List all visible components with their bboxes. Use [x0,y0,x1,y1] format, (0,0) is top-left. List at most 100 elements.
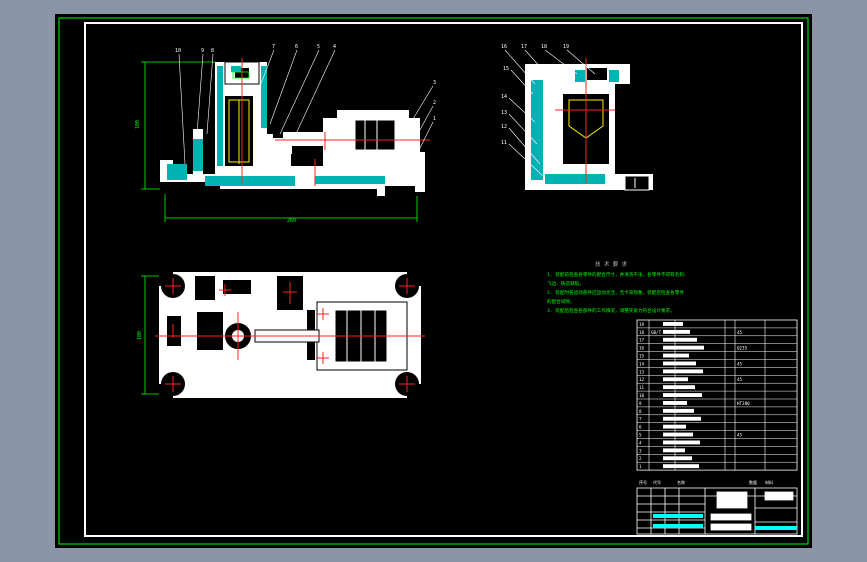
bom-name-bar [663,329,690,334]
bom-name-bar [663,440,700,445]
part-number: 10 [175,48,181,54]
bom-name-bar [663,377,688,382]
bom-name-bar [663,401,687,405]
bom-cell: GB/T 70.1 [651,330,674,335]
cylinder-inner [354,119,396,151]
note-line: 3. 装配后检查各部件的工作情况，调整夹紧力符合设计要求。 [547,307,675,314]
bom-cell: 10 [639,393,645,398]
side-foot [624,175,650,191]
bom-cell: 1 [639,464,642,469]
side-leaders [504,49,596,177]
part-number: 11 [501,140,507,146]
part-number: 5 [317,44,320,50]
note-line: 2. 装配时各运动部件应运动灵活，无卡滞现象，装配后检查各零件 [547,289,684,296]
bom-cell: 45 [737,377,743,382]
technical-notes: 技 术 要 求 1. 装配前检查各零件的配合尺寸，并清洗干净，各零件不得有毛刺、… [547,260,689,314]
top-view: 100 [137,272,425,398]
bom-cell: 4 [639,440,642,445]
part-number: 12 [501,124,507,130]
bom-cell: 3 [639,448,642,453]
side-clamp-outline [568,99,604,139]
bom-name-bar [663,322,683,326]
bom-name-bar [663,408,694,413]
bom-name-bar [663,385,695,390]
part-number: 4 [333,44,336,50]
part-number: 15 [503,66,509,72]
bom-name-bar [663,345,704,350]
side-view: 16 17 18 19 15 14 13 12 11 [501,44,653,191]
part-number: 19 [563,44,569,50]
dim-top-depth: 100 [137,331,143,340]
bom-cell: Q235 [737,346,748,351]
bom-cell: 8 [639,409,642,414]
part-number: 7 [272,44,275,50]
part-number: 6 [295,44,298,50]
top-dimensions [141,275,159,395]
bom-cell: 16 [639,346,645,351]
front-leaders [178,49,434,165]
title-block-stamps [653,514,797,530]
bom-cell: HT200 [737,401,750,406]
bom-cell: 2 [639,456,642,461]
part-number: 2 [433,100,436,106]
part-number: 9 [201,48,204,54]
side-centerlines [555,58,615,184]
dim-front-height: 100 [135,120,141,129]
rod-joint [270,138,292,154]
bom-cell: 45 [737,433,743,438]
note-line: 飞边、铸造缺陷。 [547,280,584,287]
bom-name-bar [663,432,693,437]
side-part-numbers: 16 17 18 19 15 14 13 12 11 [501,44,569,146]
bom-cell: 15 [639,354,645,359]
bom-cell: 5 [639,433,642,438]
bom-name-bar [663,416,701,421]
header-label: 名称 [677,479,685,485]
inner-border [84,22,803,537]
header-label: 序号 [639,479,647,485]
bom-cell: 6 [639,425,642,430]
dim-front-width: 260 [287,218,296,224]
top-centerlines [155,278,425,392]
front-part-numbers: 10 9 8 7 6 5 4 3 2 1 [175,44,436,122]
drawing-sheet: 100 260 10 9 8 7 6 5 [55,14,812,548]
bom-name-bar [663,464,699,469]
front-view: 100 260 10 9 8 7 6 5 [135,44,436,224]
part-number: 13 [501,110,507,116]
bom-name-bar [663,393,702,397]
bom-name-bar [663,456,692,461]
bom-name-bar [663,369,703,374]
bom-name-bar [663,353,689,358]
part-number: 3 [433,80,436,86]
bom-cell: 19 [639,322,645,327]
bom-cell: 13 [639,369,645,374]
bom-cell: 17 [639,338,645,343]
part-number: 17 [521,44,527,50]
bom-cell: 14 [639,361,645,366]
part-number: 1 [433,116,436,122]
side-hatch [531,70,619,184]
part-number: 18 [541,44,547,50]
bom-name-bar [663,337,697,342]
bom-cell: 9 [639,401,642,406]
section-hatch [167,66,385,186]
header-label: 代号 [653,479,661,485]
title-block-header: 序号 代号 名称 数量 材料 [639,479,773,485]
bom-name-bar [663,361,696,366]
outer-border [58,17,809,545]
piston-rod [283,132,341,146]
cad-canvas: 100 260 10 9 8 7 6 5 [58,17,809,545]
side-head-hole [587,68,607,80]
bom-cell: 11 [639,385,645,390]
part-number: 14 [501,94,507,100]
bom-cell: 18 [639,330,645,335]
title-block [636,487,798,535]
bom-cell: 45 [737,361,743,366]
front-centerlines [241,58,430,186]
note-line: 1. 装配前检查各零件的配合尺寸，并清洗干净，各零件不得有毛刺、 [547,271,689,278]
header-label: 材料 [765,479,773,485]
header-label: 数量 [749,479,757,485]
part-number: 8 [211,48,214,54]
bom-name-bar [663,448,685,453]
bom-cell: 45 [737,330,743,335]
